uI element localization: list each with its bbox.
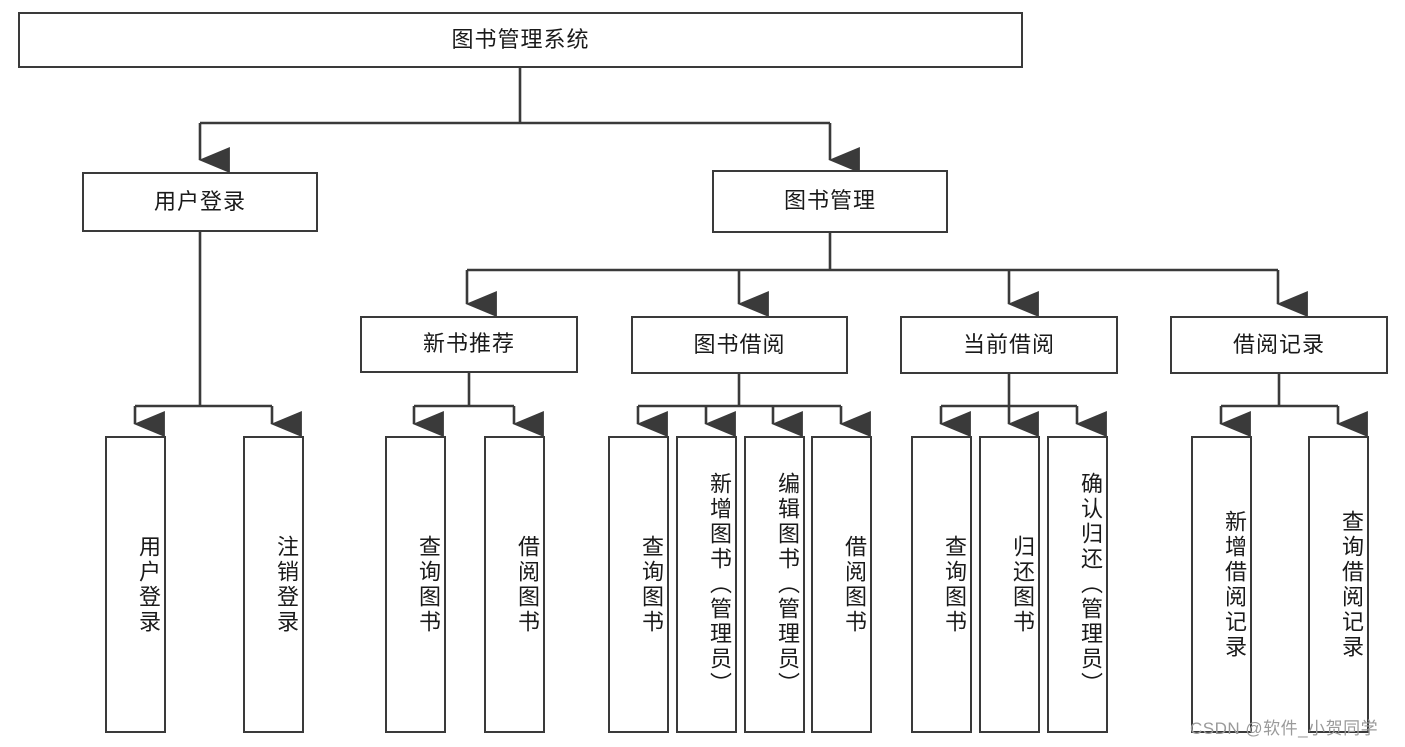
node-borrowing-records[interactable]: 借阅记录 [1170, 316, 1388, 374]
leaf-add-book-admin-label: 新增图书（管理员） [707, 472, 732, 697]
leaf-user-login-label: 用户登录 [136, 534, 161, 635]
node-book-borrowing-label: 图书借阅 [693, 331, 786, 357]
node-book-management-label: 图书管理 [783, 188, 876, 214]
leaf-query-book-borrowing-label: 查询图书 [639, 534, 664, 635]
leaf-borrow-book-recommendation-label: 借阅图书 [515, 534, 540, 635]
leaf-add-borrowing-record[interactable]: 新增借阅记录 [1191, 436, 1252, 733]
node-book-borrowing[interactable]: 图书借阅 [631, 316, 848, 374]
leaf-return-book[interactable]: 归还图书 [979, 436, 1040, 733]
node-new-book-recommendation[interactable]: 新书推荐 [360, 316, 578, 373]
leaf-borrow-book-borrowing[interactable]: 借阅图书 [811, 436, 872, 733]
leaf-user-login[interactable]: 用户登录 [105, 436, 166, 733]
leaf-logout[interactable]: 注销登录 [243, 436, 304, 733]
leaf-confirm-return-admin-label: 确认归还（管理员） [1078, 472, 1103, 697]
leaf-edit-book-admin[interactable]: 编辑图书（管理员） [744, 436, 805, 733]
node-user-login[interactable]: 用户登录 [82, 172, 318, 232]
leaf-confirm-return-admin[interactable]: 确认归还（管理员） [1047, 436, 1108, 733]
node-root[interactable]: 图书管理系统 [18, 12, 1023, 68]
leaf-query-book-recommendation[interactable]: 查询图书 [385, 436, 446, 733]
leaf-add-borrowing-record-label: 新增借阅记录 [1222, 509, 1247, 660]
leaf-query-book-recommendation-label: 查询图书 [416, 534, 441, 635]
leaf-query-book-borrowing[interactable]: 查询图书 [608, 436, 669, 733]
leaf-borrow-book-recommendation[interactable]: 借阅图书 [484, 436, 545, 733]
node-borrowing-records-label: 借阅记录 [1232, 331, 1325, 357]
leaf-add-book-admin[interactable]: 新增图书（管理员） [676, 436, 737, 733]
leaf-edit-book-admin-label: 编辑图书（管理员） [775, 472, 800, 697]
node-user-login-label: 用户登录 [153, 188, 246, 214]
leaf-query-borrowing-record-label: 查询借阅记录 [1339, 509, 1364, 660]
node-new-book-recommendation-label: 新书推荐 [422, 331, 515, 357]
leaf-borrow-book-borrowing-label: 借阅图书 [842, 534, 867, 635]
node-current-borrowing-label: 当前借阅 [962, 331, 1055, 357]
watermark: CSDN @软件_小贺同学 [1190, 719, 1379, 738]
leaf-query-book-current[interactable]: 查询图书 [911, 436, 972, 733]
leaf-return-book-label: 归还图书 [1010, 534, 1035, 635]
node-root-label: 图书管理系统 [451, 26, 590, 52]
leaf-query-book-current-label: 查询图书 [942, 534, 967, 635]
leaf-logout-label: 注销登录 [274, 534, 299, 635]
node-current-borrowing[interactable]: 当前借阅 [900, 316, 1118, 374]
node-book-management[interactable]: 图书管理 [712, 170, 948, 233]
leaf-query-borrowing-record[interactable]: 查询借阅记录 [1308, 436, 1369, 733]
